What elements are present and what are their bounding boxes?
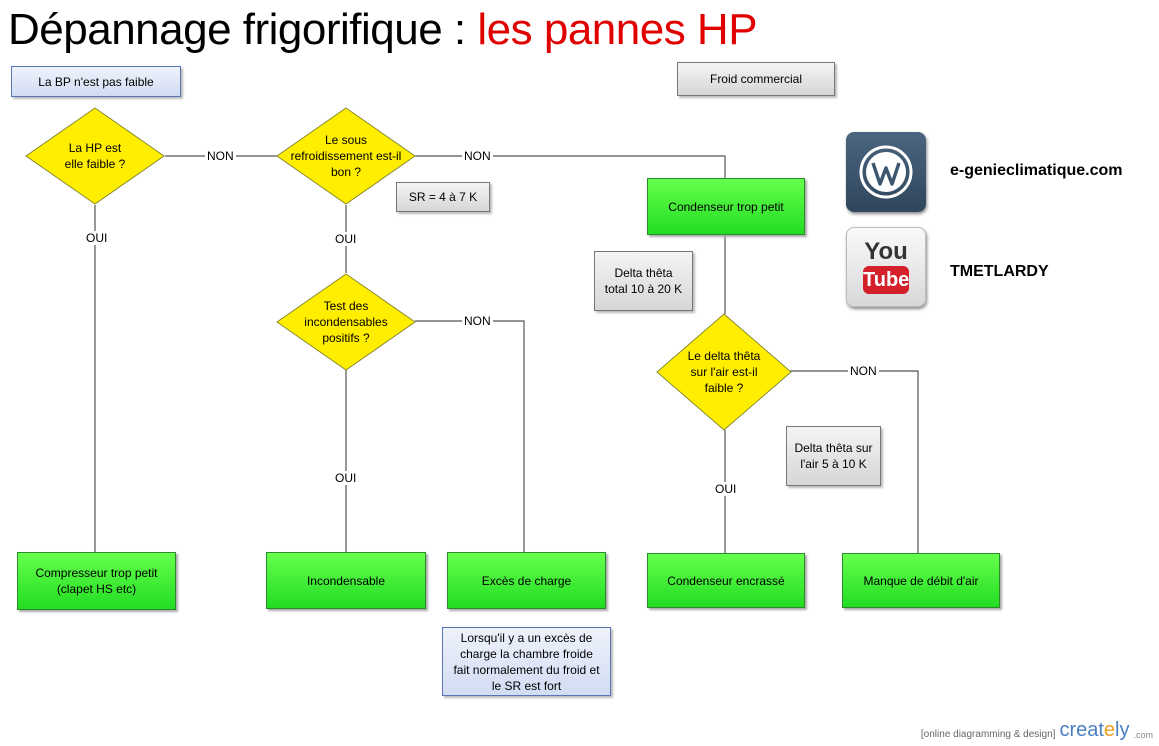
yes-label-delta: OUI [713, 482, 739, 496]
hp-low-diamond: La HP est elle faible ? [25, 107, 165, 205]
sr-range-box: SR = 4 à 7 K [396, 182, 490, 212]
creately-footer[interactable]: [online diagramming & design] creately .… [921, 720, 1153, 740]
yes-label-hp: OUI [84, 231, 110, 245]
title-prefix: Dépannage frigorifique : [8, 5, 478, 54]
title-highlight: les pannes HP [477, 5, 758, 54]
no-label-noncond: NON [462, 314, 493, 328]
excess-charge-note: Lorsqu'il y a un excès de charge la cham… [442, 627, 611, 696]
brand-end: ly [1115, 719, 1130, 741]
noncond-question: Test des incondensables positifs ? [304, 299, 388, 345]
no-label-hp: NON [205, 149, 236, 163]
delta-air-question: Le delta thêta sur l'air est-il faible ? [687, 349, 761, 395]
page-title: Dépannage frigorifique : les pannes HP [8, 4, 758, 56]
airflow-result: Manque de débit d'air [842, 553, 1000, 608]
froid-commercial-box: Froid commercial [677, 62, 835, 96]
noncond-diamond: Test des incondensables positifs ? [276, 273, 416, 371]
hp-low-question: La HP est elle faible ? [64, 141, 126, 171]
delta-air-box: Delta thêta sur l'air 5 à 10 K [786, 426, 881, 486]
footer-tagline: [online diagramming & design] [920, 729, 1056, 740]
youtube-icon[interactable]: You Tube [846, 227, 926, 307]
youtube-channel-link[interactable]: TMETLARDY [950, 263, 1049, 280]
yes-label-noncond: OUI [333, 471, 359, 485]
incondensable-result: Incondensable [266, 552, 426, 609]
excess-charge-result: Excès de charge [447, 552, 606, 609]
youtube-logo-top: You [864, 238, 908, 265]
no-label-subcool: NON [462, 149, 493, 163]
no-label-delta: NON [848, 364, 879, 378]
subcool-diamond: Le sous refroidissement est-il bon ? [276, 107, 416, 205]
brand-com: .com [1133, 730, 1153, 740]
brand-y: e [1103, 719, 1116, 741]
condenser-small-result: Condenseur trop petit [647, 178, 805, 235]
condenser-dirty-result: Condenseur encrassé [647, 553, 805, 608]
brand-main: creat [1059, 719, 1104, 741]
creately-logo: creately [1059, 720, 1129, 740]
wordpress-site-link[interactable]: e-genieclimatique.com [950, 162, 1123, 179]
wordpress-icon[interactable] [846, 132, 926, 212]
compressor-result: Compresseur trop petit (clapet HS etc) [17, 552, 176, 610]
subcool-question: Le sous refroidissement est-il bon ? [290, 133, 402, 179]
bp-not-low-box: La BP n'est pas faible [11, 66, 181, 97]
delta-total-box: Delta thêta total 10 à 20 K [594, 251, 693, 311]
yes-label-subcool: OUI [333, 232, 359, 246]
delta-air-diamond: Le delta thêta sur l'air est-il faible ? [656, 313, 792, 431]
youtube-logo-bottom: Tube [863, 266, 909, 294]
wordpress-logo-icon [859, 145, 913, 199]
